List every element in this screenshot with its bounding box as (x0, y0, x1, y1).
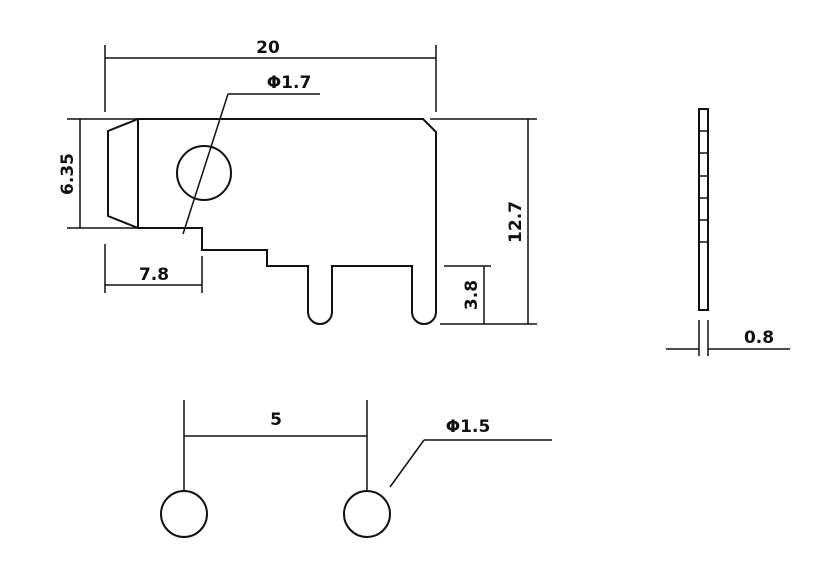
dimension-label-0-8: 0.8 (744, 328, 774, 348)
dimension-hole-diameter: Φ1.7 (182, 73, 320, 235)
pcb-hole-left (160, 490, 208, 538)
dimension-overall-width: 20 (104, 38, 437, 112)
dimension-label-hole: Φ1.7 (267, 73, 312, 93)
dimension-pin-hole-diameter: Φ1.5 (389, 417, 552, 488)
dimension-pin-pitch: 5 (184, 410, 367, 437)
side-view (698, 108, 709, 311)
dimension-label-12-7: 12.7 (506, 201, 526, 243)
dimension-thickness: 0.8 (666, 320, 790, 356)
front-view (107, 118, 437, 325)
pcb-hole-pattern (160, 400, 391, 538)
dimension-label-7-8: 7.8 (139, 265, 169, 285)
dimension-label-pin-hole: Φ1.5 (446, 417, 491, 437)
dimension-pin-length: 3.8 (444, 265, 491, 324)
left-tab-outline (107, 118, 139, 229)
side-view-outline (698, 108, 709, 311)
dimension-label-6-35: 6.35 (58, 153, 78, 195)
mounting-hole (176, 145, 232, 201)
dimension-overall-height: 12.7 (430, 118, 537, 325)
part-outline (137, 118, 437, 325)
dimension-label-5: 5 (270, 410, 282, 430)
dimension-step-width: 7.8 (104, 244, 203, 293)
dimension-label-3-8: 3.8 (462, 280, 482, 310)
dimension-left-height: 6.35 (58, 118, 138, 229)
dimension-label-20: 20 (256, 38, 280, 58)
pcb-hole-right (343, 490, 391, 538)
